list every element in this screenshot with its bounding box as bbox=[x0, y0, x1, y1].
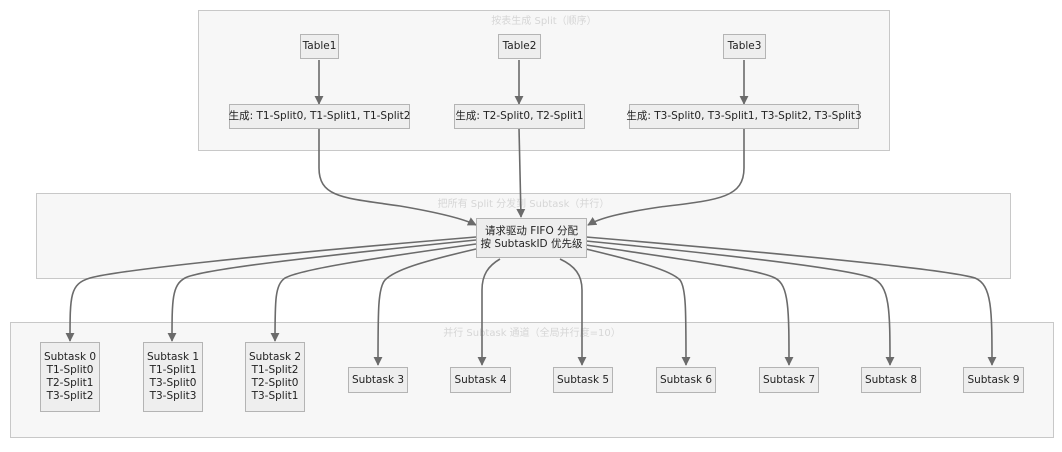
group-title-parallel-subtasks: 并行 Subtask 通道（全局并行度=10） bbox=[443, 328, 621, 339]
subtask-split: T3-Split2 bbox=[46, 390, 94, 402]
edge-dispatcher-subtask7 bbox=[585, 244, 794, 366]
table-node-label: Table2 bbox=[502, 40, 537, 52]
table-node-table1: Table1 bbox=[300, 34, 339, 59]
subtask-title: Subtask 7 bbox=[762, 373, 816, 386]
subtask-node-7: Subtask 7 bbox=[759, 367, 819, 393]
subtask-title: Subtask 2 bbox=[248, 351, 302, 363]
subtask-node-8: Subtask 8 bbox=[861, 367, 921, 393]
subtask-node-9: Subtask 9 bbox=[963, 367, 1024, 393]
subtask-split: T3-Split1 bbox=[251, 390, 299, 402]
generator-node-label: 生成: T1-Split0, T1-Split1, T1-Split2 bbox=[228, 110, 411, 122]
edge-dispatcher-subtask1 bbox=[167, 239, 477, 342]
subtask-title: Subtask 1 bbox=[146, 351, 200, 363]
dispatcher-node: 请求驱动 FIFO 分配 按 SubtaskID 优先级 bbox=[476, 218, 587, 258]
table-node-label: Table3 bbox=[727, 40, 762, 52]
generator-node-label: 生成: T2-Split0, T2-Split1 bbox=[455, 110, 584, 122]
subtask-split: T2-Split0 bbox=[251, 377, 299, 389]
generator-node-table1: 生成: T1-Split0, T1-Split1, T1-Split2 bbox=[229, 104, 410, 129]
generator-node-label: 生成: T3-Split0, T3-Split1, T3-Split2, T3-… bbox=[626, 110, 862, 122]
generator-node-table2: 生成: T2-Split0, T2-Split1 bbox=[454, 104, 585, 129]
edge-generator3-dispatcher bbox=[587, 128, 745, 226]
edge-dispatcher-subtask9 bbox=[585, 236, 997, 366]
subtask-node-5: Subtask 5 bbox=[553, 367, 613, 393]
subtask-split: T3-Split0 bbox=[149, 377, 197, 389]
subtask-title: Subtask 5 bbox=[556, 373, 610, 386]
subtask-split: T1-Split1 bbox=[149, 364, 197, 376]
dispatcher-line1: 请求驱动 FIFO 分配 bbox=[484, 225, 579, 237]
edge-dispatcher-subtask6 bbox=[585, 248, 691, 366]
subtask-split: T1-Split2 bbox=[251, 364, 299, 376]
edge-dispatcher-subtask4 bbox=[477, 258, 501, 366]
edge-dispatcher-subtask8 bbox=[585, 240, 895, 366]
edge-generator2-dispatcher bbox=[516, 127, 526, 218]
subtask-split: T3-Split3 bbox=[149, 390, 197, 402]
subtask-title: Subtask 3 bbox=[351, 373, 405, 386]
table-node-table2: Table2 bbox=[498, 34, 541, 59]
subtask-node-6: Subtask 6 bbox=[656, 367, 716, 393]
subtask-node-4: Subtask 4 bbox=[450, 367, 511, 393]
group-title-split-dispatch: 把所有 Split 分发到 Subtask（并行） bbox=[437, 199, 610, 210]
subtask-node-1: Subtask 1 T1-Split1 T3-Split0 T3-Split3 bbox=[143, 342, 203, 412]
edge-dispatcher-subtask5 bbox=[559, 258, 587, 366]
table-node-table3: Table3 bbox=[723, 34, 766, 59]
dispatcher-line2: 按 SubtaskID 优先级 bbox=[480, 238, 583, 250]
edge-dispatcher-subtask2 bbox=[270, 243, 477, 342]
edge-generator1-dispatcher bbox=[318, 128, 477, 226]
subtask-title: Subtask 0 bbox=[43, 351, 97, 363]
subtask-split: T2-Split1 bbox=[46, 377, 94, 389]
subtask-title: Subtask 9 bbox=[967, 373, 1020, 386]
generator-node-table3: 生成: T3-Split0, T3-Split1, T3-Split2, T3-… bbox=[626, 104, 862, 129]
subtask-node-0: Subtask 0 T1-Split0 T2-Split1 T3-Split2 bbox=[40, 342, 100, 412]
edge-dispatcher-subtask3 bbox=[373, 248, 477, 366]
subtask-title: Subtask 8 bbox=[864, 373, 918, 386]
subtask-node-3: Subtask 3 bbox=[348, 367, 408, 393]
group-title-split-generation: 按表生成 Split（顺序） bbox=[491, 16, 597, 27]
subtask-node-2: Subtask 2 T1-Split2 T2-Split0 T3-Split1 bbox=[245, 342, 305, 412]
subtask-split: T1-Split0 bbox=[46, 364, 94, 376]
subtask-title: Subtask 6 bbox=[659, 373, 713, 386]
edge-dispatcher-subtask0 bbox=[65, 236, 477, 342]
subtask-title: Subtask 4 bbox=[454, 373, 507, 386]
table-node-label: Table1 bbox=[302, 40, 337, 52]
